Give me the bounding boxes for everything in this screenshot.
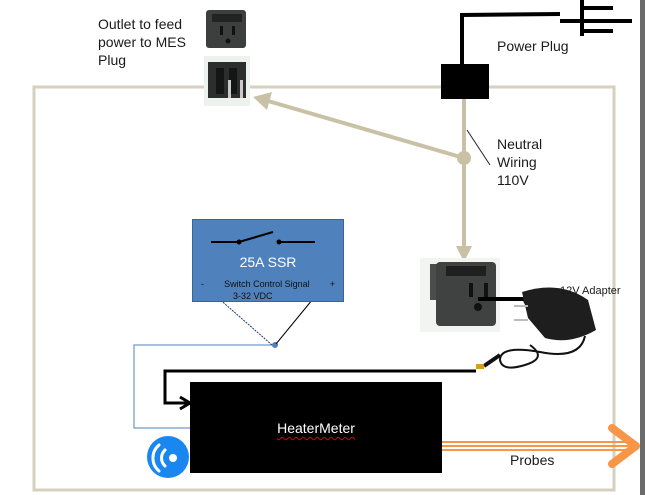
ssr-title: 25A SSR — [239, 254, 297, 270]
ssr-voltage-label: 3-32 VDC — [233, 291, 273, 301]
power-plug-label: Power Plug — [497, 38, 569, 54]
signal-wire-plus — [275, 293, 318, 345]
ssr-module: 25A SSR - Switch Control Signal + 3-32 V… — [192, 219, 344, 302]
power-cord — [460, 12, 561, 65]
switch-symbol-icon — [211, 231, 315, 245]
page-edge — [640, 0, 645, 495]
neutral-arrowhead-down — [456, 246, 472, 262]
ssr-minus-label: - — [201, 279, 204, 289]
wireless-signal-icon — [147, 436, 189, 478]
heatermeter-label: HeaterMeter — [277, 420, 355, 436]
outlet-feed-label: Outlet to feed power to MES Plug — [98, 16, 186, 68]
mes-plug-connector-icon — [204, 56, 250, 106]
ssr-plus-label: + — [329, 279, 335, 289]
heatermeter-box: HeaterMeter — [190, 382, 442, 473]
ssr-signal-row: - Switch Control Signal + — [201, 279, 335, 289]
ssr-signal-label: Switch Control Signal — [224, 279, 310, 289]
neutral-arrowhead-mes — [253, 92, 272, 110]
nema-outlet-icon — [206, 10, 246, 48]
wall-adapter-icon — [476, 287, 596, 369]
adapter-outlet-icon — [420, 258, 500, 332]
dc-power-wire — [163, 369, 476, 405]
power-inlet-block — [441, 64, 489, 99]
probes-arrow — [442, 424, 640, 468]
neutral-callout-line — [466, 129, 491, 166]
signal-wire — [133, 344, 275, 429]
adapter-label: 12V Adapter — [560, 285, 621, 297]
neutral-wire-to-mes — [267, 99, 465, 160]
enclosure-outline — [32, 85, 616, 492]
neutral-wiring-label: Neutral Wiring 110V — [497, 136, 543, 188]
power-plug-prongs-icon — [560, 0, 632, 36]
probes-label: Probes — [510, 452, 555, 468]
